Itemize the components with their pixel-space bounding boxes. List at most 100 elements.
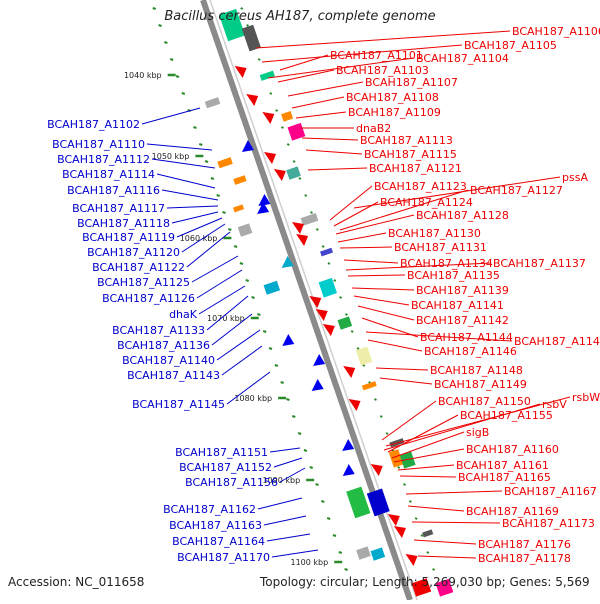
leader-line bbox=[329, 185, 373, 221]
track-dot bbox=[315, 228, 319, 231]
gene-arrow bbox=[257, 202, 270, 214]
track-dot bbox=[297, 432, 302, 435]
gene-label-right: BCAH187_A1147 bbox=[514, 335, 600, 348]
leader-line bbox=[141, 107, 201, 125]
gene-block bbox=[263, 280, 281, 295]
track-dot bbox=[356, 347, 360, 350]
track-dot bbox=[432, 568, 436, 571]
gene-block bbox=[346, 486, 371, 519]
track-dot bbox=[420, 534, 424, 537]
gene-label-right: BCAH187_A1113 bbox=[360, 134, 453, 147]
gene-label-right: BCAH187_A1115 bbox=[364, 148, 457, 161]
gene-label-right: pssA bbox=[562, 171, 588, 184]
gene-label-right: BCAH187_A1130 bbox=[388, 227, 481, 240]
track-dot bbox=[274, 364, 279, 367]
gene-label-right: BCAH187_A1137 bbox=[493, 257, 586, 270]
gene-label-right: BCAH187_A1155 bbox=[460, 409, 553, 422]
gene-label-right: BCAH187_A1101 bbox=[330, 49, 423, 62]
gene-arrow bbox=[273, 169, 286, 181]
track-dot bbox=[210, 177, 215, 180]
leader-line bbox=[345, 262, 492, 271]
track-dot bbox=[158, 24, 162, 27]
leader-line bbox=[367, 339, 423, 352]
gene-label-right: BCAH187_A1178 bbox=[478, 552, 571, 565]
gene-arrow bbox=[246, 94, 259, 106]
gene-label-right: BCAH187_A1103 bbox=[336, 64, 429, 77]
kbp-label: 1060 kbp bbox=[180, 234, 218, 243]
gene-label-right: BCAH187_A1173 bbox=[502, 517, 595, 530]
leader-line bbox=[375, 367, 429, 371]
leader-line bbox=[211, 313, 253, 346]
track-dot bbox=[374, 398, 377, 401]
track-dot bbox=[251, 296, 255, 299]
leader-line bbox=[365, 331, 513, 342]
track-dot bbox=[414, 517, 418, 520]
gene-arrow bbox=[311, 379, 324, 391]
leader-line bbox=[333, 201, 379, 227]
gene-label-right: BCAH187_A1109 bbox=[348, 106, 441, 119]
gene-label-left: BCAH187_A1140 bbox=[122, 354, 215, 367]
leader-line bbox=[267, 57, 415, 79]
track-dot bbox=[304, 194, 308, 197]
gene-block bbox=[435, 578, 454, 597]
leader-line bbox=[191, 255, 239, 283]
gene-label-left: BCAH187_A1125 bbox=[97, 276, 190, 289]
track-dot bbox=[315, 483, 319, 486]
track-dot bbox=[233, 245, 238, 248]
gene-label-left: BCAH187_A1163 bbox=[169, 519, 262, 532]
track-dot bbox=[169, 58, 174, 61]
gene-block bbox=[355, 346, 373, 366]
track-dot bbox=[257, 58, 261, 61]
track-dot bbox=[385, 432, 389, 435]
gene-arrow bbox=[264, 152, 277, 164]
gene-block bbox=[399, 451, 416, 469]
gene-label-right: BCAH187_A1107 bbox=[365, 76, 458, 89]
leader-line bbox=[295, 111, 347, 119]
leader-line bbox=[391, 431, 465, 459]
leader-line bbox=[353, 176, 561, 209]
track-dot bbox=[257, 313, 261, 316]
gene-label-left: BCAH187_A1102 bbox=[47, 118, 140, 131]
gene-block bbox=[241, 24, 261, 52]
gene-label-left: BCAH187_A1116 bbox=[67, 184, 160, 197]
gene-arrow bbox=[348, 399, 361, 411]
gene-label-left: BCAH187_A1112 bbox=[57, 153, 150, 166]
gene-arrow bbox=[343, 366, 356, 378]
gene-arrow bbox=[282, 334, 295, 346]
gene-label-left: BCAH187_A1143 bbox=[127, 369, 220, 382]
gene-label-right: BCAH187_A1144 bbox=[420, 331, 513, 344]
gene-arrow bbox=[262, 112, 275, 124]
leader-line bbox=[301, 137, 359, 141]
leader-line bbox=[387, 414, 459, 453]
gene-label-right: dnaB2 bbox=[356, 122, 391, 135]
track-dot bbox=[198, 143, 203, 146]
track-dot bbox=[222, 211, 226, 214]
leader-line bbox=[399, 475, 457, 478]
gene-label-left: BCAH187_A1151 bbox=[175, 446, 268, 459]
leader-line bbox=[266, 533, 311, 542]
genome-info-text: Topology: circular; Length: 5,269,030 bp… bbox=[260, 575, 590, 589]
gene-label-left: BCAH187_A1122 bbox=[92, 261, 185, 274]
leader-line bbox=[385, 396, 571, 447]
leader-line bbox=[198, 285, 246, 315]
track-dot bbox=[379, 415, 383, 418]
track-dot bbox=[408, 500, 412, 503]
gene-block bbox=[286, 166, 301, 180]
gene-label-right: BCAH187_A1160 bbox=[466, 443, 559, 456]
gene-arrow bbox=[342, 439, 355, 451]
leader-line bbox=[176, 217, 223, 238]
leader-line bbox=[146, 143, 213, 151]
track-dot bbox=[426, 551, 430, 554]
leader-line bbox=[277, 69, 335, 83]
gene-block bbox=[388, 449, 404, 468]
gene-arrow bbox=[322, 324, 335, 336]
track-dot bbox=[268, 347, 273, 350]
track-dot bbox=[321, 245, 325, 248]
track-dot bbox=[275, 109, 279, 112]
track-dot bbox=[228, 228, 232, 231]
gene-block bbox=[233, 175, 247, 185]
gene-block bbox=[259, 70, 275, 81]
